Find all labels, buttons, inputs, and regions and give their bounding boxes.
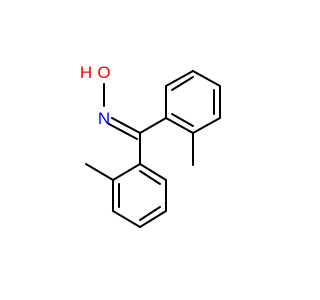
bond-c-ring1: [139, 117, 167, 134]
bond-n-c-1: [111, 117, 141, 134]
atom-n-label: N: [98, 109, 110, 128]
atom-o-label: O: [97, 63, 110, 82]
bond-n-c-2: [108, 123, 138, 140]
upper-benzene-ring: [165, 70, 221, 134]
atom-h-label: H: [80, 63, 92, 82]
lower-benzene-ring: [112, 163, 167, 228]
molecule-structure: H O N: [80, 63, 221, 228]
methyl-lower: [85, 163, 114, 181]
